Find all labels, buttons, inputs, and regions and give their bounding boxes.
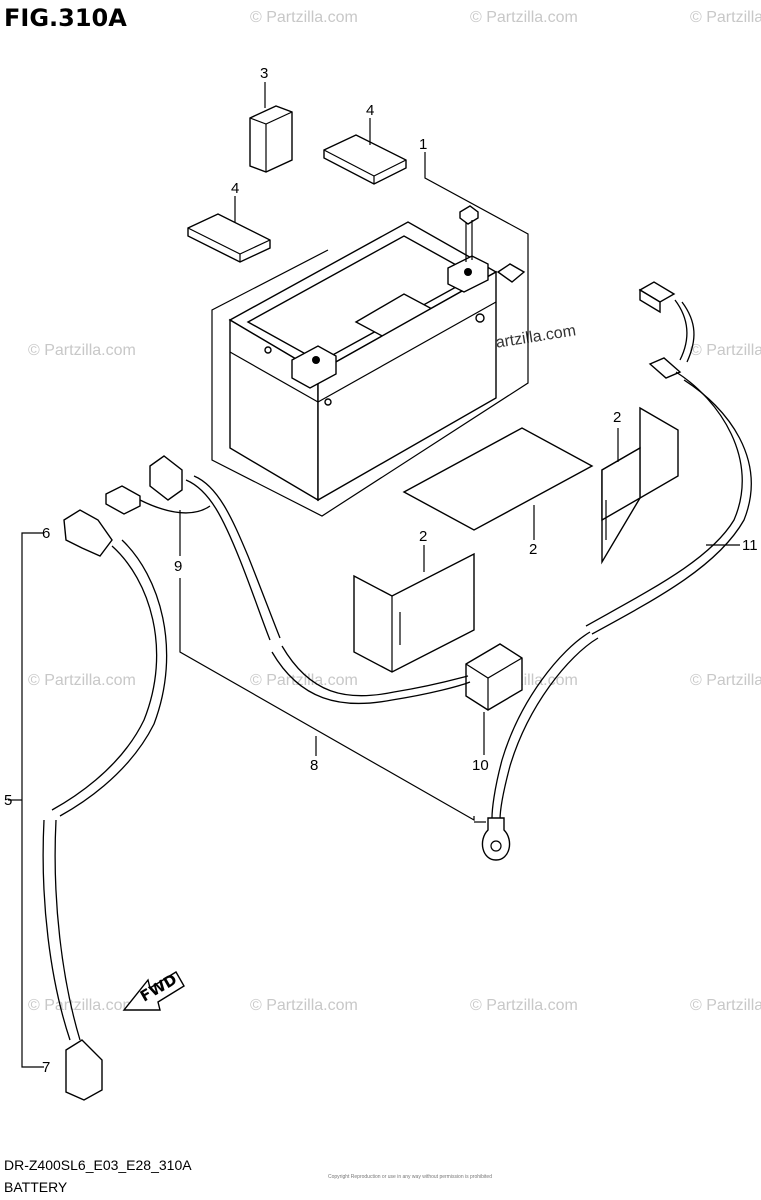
fwd-arrow: FWD [122, 970, 185, 1011]
callout-1: 1 [419, 136, 427, 153]
watermark-text: © Partzilla.com [690, 997, 761, 1014]
diagram-name: BATTERY [4, 1179, 68, 1195]
callout-5: 5 [4, 792, 12, 809]
watermark-text: © Partzilla.com [690, 672, 761, 689]
figure-title: FIG.310A [4, 4, 127, 32]
watermark-text: © Partzilla.com [28, 672, 136, 689]
part-4-pad-upper [323, 134, 407, 185]
part-1-boundary [211, 152, 529, 517]
callout-6: 6 [42, 525, 50, 542]
part-8-boundary [179, 578, 475, 822]
callout-9: 9 [174, 558, 182, 575]
part-11-cable [491, 281, 752, 821]
callout-7: 7 [42, 1059, 50, 1076]
watermark-text: © Partzilla.com [690, 342, 761, 359]
part-10-ring-terminal [481, 817, 511, 861]
terminal-bolt [459, 205, 526, 283]
watermark-text: © Partzilla.com [28, 342, 136, 359]
battery [228, 221, 498, 502]
watermark-text: © Partzilla.com [250, 997, 358, 1014]
callout-3: 3 [260, 65, 268, 82]
watermark-text: © Partzilla.com [470, 9, 578, 26]
part-2-pad-right [601, 406, 679, 565]
watermark-text: © Partzilla.com [28, 997, 136, 1014]
watermark-text: © Partzilla.com [470, 997, 578, 1014]
part-3-block [249, 105, 293, 173]
callout-11: 11 [742, 537, 758, 554]
callout-2: 2 [529, 541, 537, 558]
part-2-pad-flat [402, 427, 594, 540]
part-10-terminal-cap [465, 643, 523, 711]
callout-4: 4 [231, 180, 239, 197]
callout-2: 2 [613, 409, 621, 426]
callout-8: 8 [310, 757, 318, 774]
watermark-text: © Partzilla.com [250, 672, 358, 689]
callout-10: 10 [472, 757, 489, 774]
callout-2: 2 [419, 528, 427, 545]
copyright-note: Copyright Reproduction or use in any way… [328, 1174, 492, 1180]
part-5-cable [42, 509, 168, 1101]
watermark-text: © Partzilla.com [250, 9, 358, 26]
watermark-text: © Partzilla.com [690, 9, 761, 26]
part-8-cable [105, 455, 471, 705]
part-2-pad-left [353, 552, 475, 673]
callout-4: 4 [366, 102, 374, 119]
part-4-pad-lower [187, 213, 271, 263]
part-5-bracket [21, 532, 44, 1068]
diagram-code: DR-Z400SL6_E03_E28_310A [4, 1157, 192, 1173]
